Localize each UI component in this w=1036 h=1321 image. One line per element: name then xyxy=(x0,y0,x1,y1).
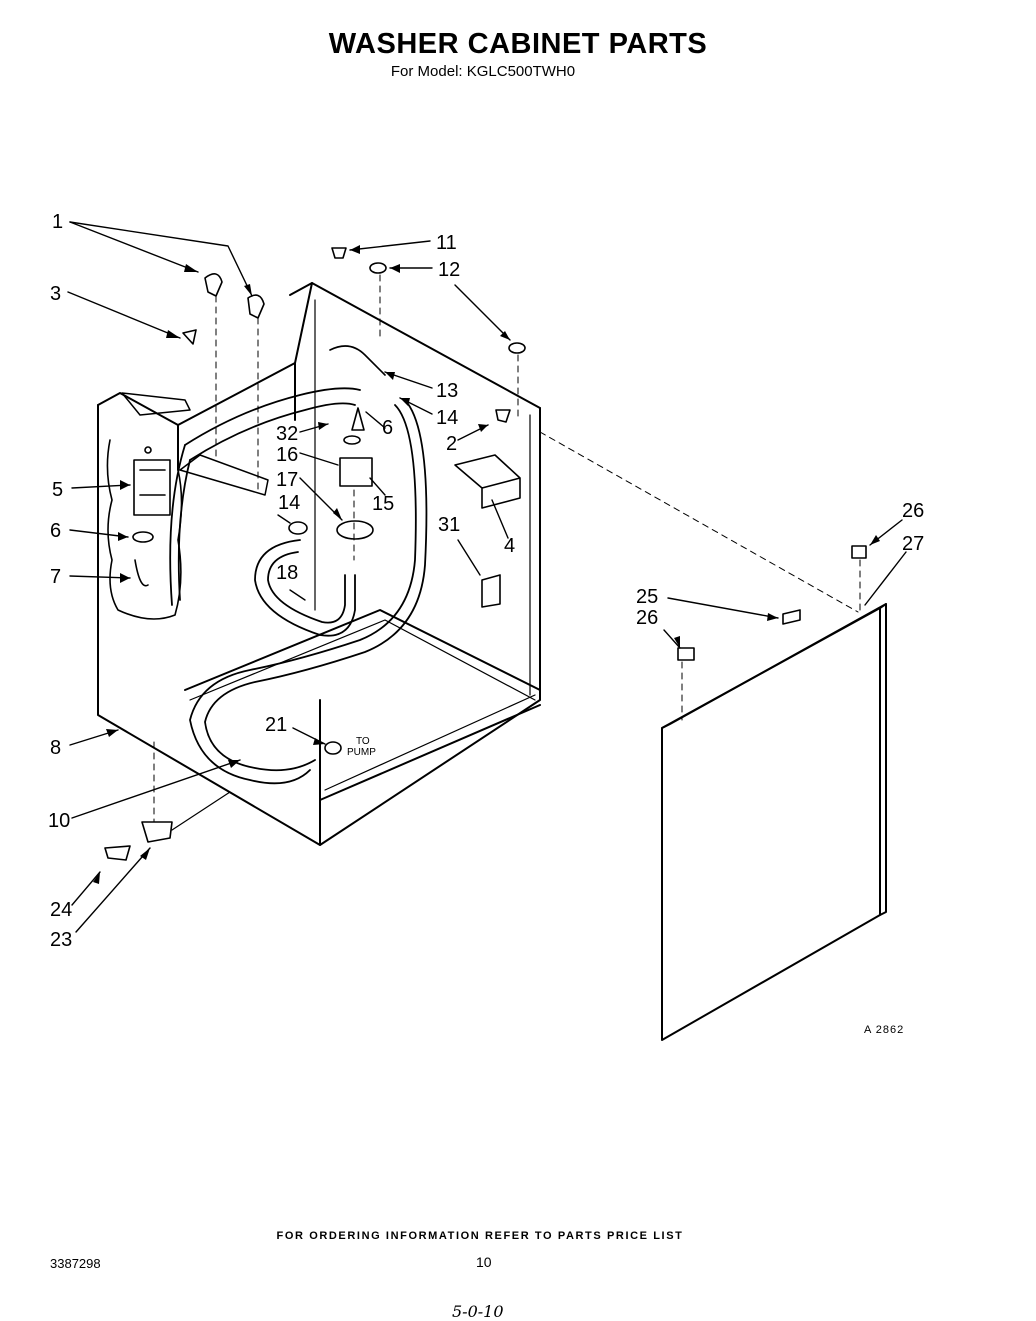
mixing-valve-part-16 xyxy=(339,407,373,487)
clamp-part-14 xyxy=(288,521,308,535)
panel-clips xyxy=(677,545,867,661)
plug-part-12a xyxy=(369,262,387,274)
ring-part-17 xyxy=(336,520,374,540)
callout-23: 23 xyxy=(50,929,72,951)
callout-7: 7 xyxy=(50,566,61,588)
cabinet-body xyxy=(97,282,541,846)
arrowheads xyxy=(93,245,880,884)
document-number: 3387298 xyxy=(50,1256,101,1271)
callout-16: 16 xyxy=(276,444,298,466)
water-valve-part-5 xyxy=(133,446,171,516)
plug-part-12b xyxy=(508,342,526,354)
callout-32: 32 xyxy=(276,423,298,445)
callout-26: 26 xyxy=(902,500,924,522)
callout-17: 17 xyxy=(276,469,298,491)
callout-14b: 14 xyxy=(278,492,300,514)
callout-6b: 6 xyxy=(382,417,393,439)
pump-label-pump: PUMP xyxy=(347,747,376,758)
callout-1: 1 xyxy=(52,211,63,233)
clip-part-1 xyxy=(204,273,265,319)
front-panel-part-27 xyxy=(661,603,887,1041)
callout-13: 13 xyxy=(436,380,458,402)
elbow-part-13 xyxy=(329,345,386,376)
hose-end-part-7 xyxy=(134,559,149,587)
plug-part-11 xyxy=(331,247,347,259)
screw-part-3 xyxy=(182,329,197,345)
callout-2: 2 xyxy=(446,433,457,455)
callout-18: 18 xyxy=(276,562,298,584)
callout-25: 25 xyxy=(636,586,658,608)
callout-26b: 26 xyxy=(636,607,658,629)
callout-4: 4 xyxy=(504,535,515,557)
callout-10: 10 xyxy=(48,810,70,832)
callout-31: 31 xyxy=(438,514,460,536)
clip-part-31 xyxy=(481,574,501,608)
ordering-note: FOR ORDERING INFORMATION REFER TO PARTS … xyxy=(276,1230,684,1242)
callout-8: 8 xyxy=(50,737,61,759)
callout-27: 27 xyxy=(902,533,924,555)
alignment-lines xyxy=(153,274,861,823)
leader-lines xyxy=(67,221,907,933)
drain-hose xyxy=(169,387,428,785)
bracket-part-4 xyxy=(454,454,521,509)
inner-hose-loop xyxy=(254,539,356,637)
page-number: 10 xyxy=(476,1254,492,1270)
clamp-part-21 xyxy=(324,741,342,755)
callout-12: 12 xyxy=(438,259,460,281)
washer-part-6 xyxy=(132,531,154,543)
pump-label-to: TO xyxy=(356,736,370,747)
handwritten-note: 5-0-10 xyxy=(452,1302,504,1321)
callout-21: 21 xyxy=(265,714,287,736)
callout-11: 11 xyxy=(436,232,457,254)
screw-part-2 xyxy=(495,409,511,423)
callout-3: 3 xyxy=(50,283,61,305)
leveling-foot-parts-23-24 xyxy=(104,791,231,861)
callout-14: 14 xyxy=(436,407,458,429)
diagram-reference: A 2862 xyxy=(864,1024,905,1036)
page-title: WASHER CABINET PARTS xyxy=(328,28,708,60)
model-subtitle: For Model: KGLC500TWH0 xyxy=(390,63,576,80)
callout-6: 6 xyxy=(50,520,61,542)
callout-5: 5 xyxy=(52,479,63,501)
callout-24: 24 xyxy=(50,899,72,921)
callout-15: 15 xyxy=(372,493,394,515)
callout-labels: 1 3 5 6 7 8 10 24 23 11 12 13 14 6 2 32 … xyxy=(48,211,924,951)
